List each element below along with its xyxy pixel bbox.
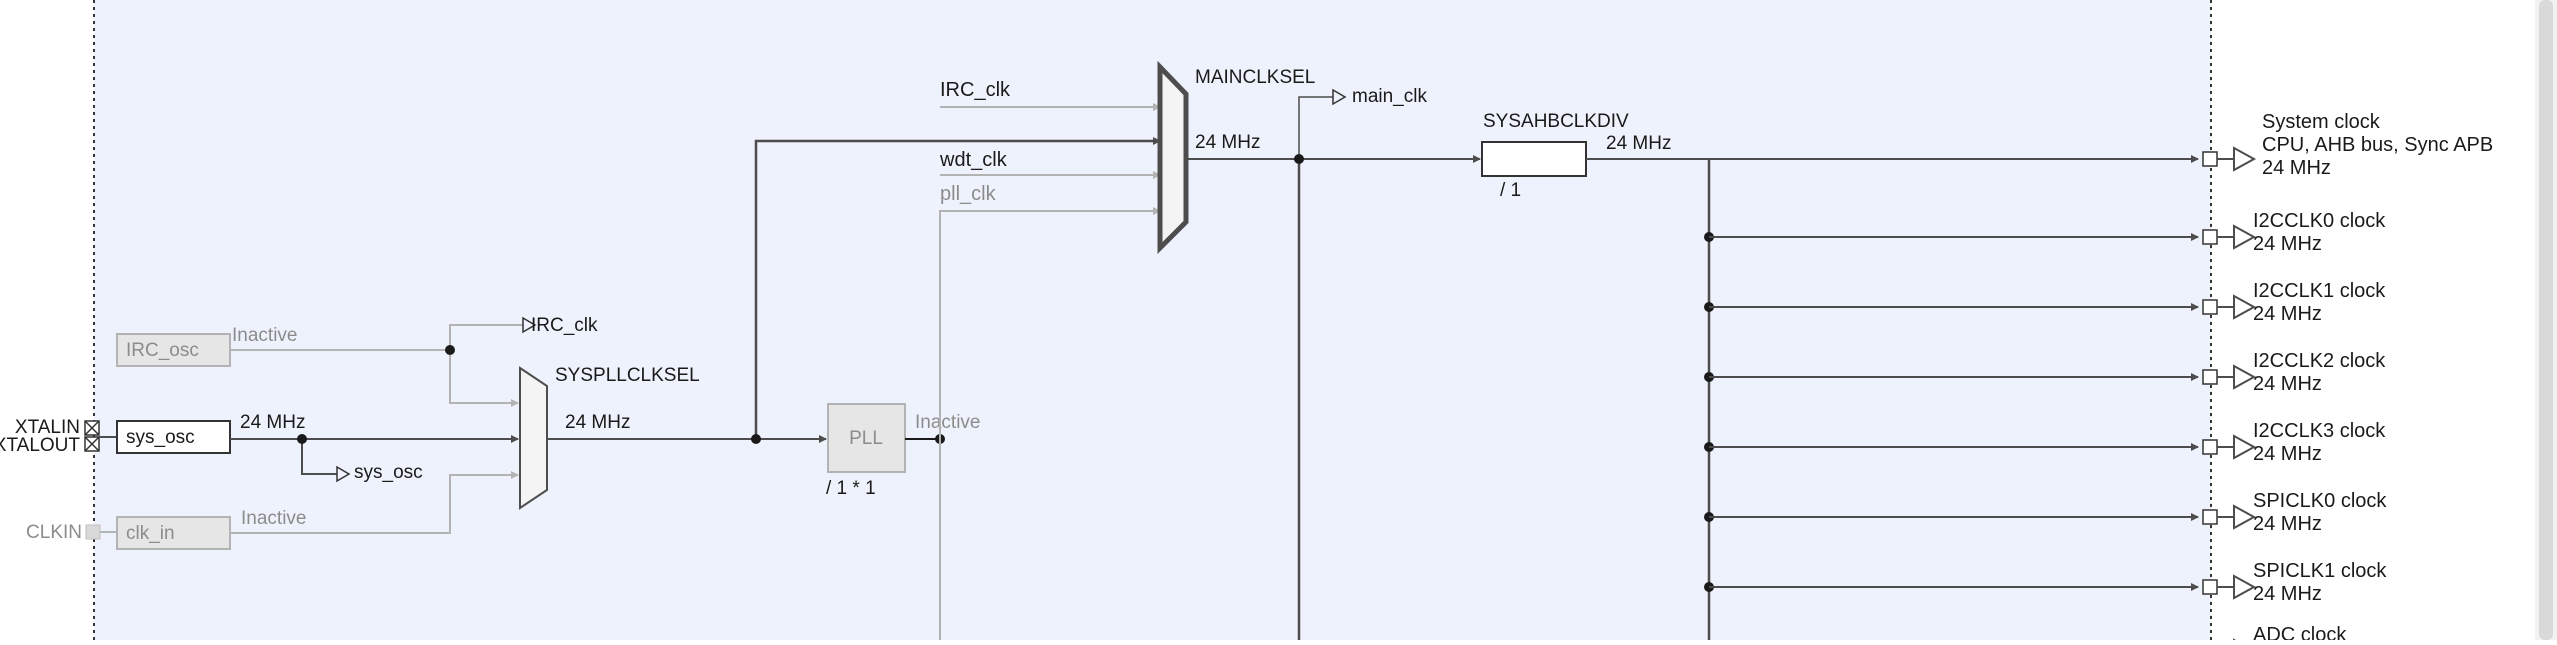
pin-xtalout-label: XTALOUT — [0, 435, 80, 456]
output-freq: 24 MHz — [2253, 303, 2322, 325]
output-freq: 24 MHz — [2253, 583, 2322, 605]
sys-osc-tap-arrow-icon — [336, 465, 351, 483]
output-arrow-icon — [2233, 364, 2257, 390]
mainclksel-input-pll-clk: pll_clk — [940, 183, 997, 205]
output-freq: 24 MHz — [2253, 233, 2322, 255]
pll-status: Inactive — [915, 412, 980, 433]
pll-box[interactable] — [827, 403, 906, 473]
sysahbclkdiv-title: SYSAHBCLKDIV — [1483, 111, 1629, 132]
sysahbclkdiv-box[interactable] — [1481, 141, 1587, 177]
mainclksel-freq: 24 MHz — [1195, 132, 1260, 153]
output-name: I2CCLK1 clock — [2253, 280, 2386, 302]
wire-irc-osc — [230, 324, 523, 407]
output-freq: 24 MHz — [2253, 373, 2322, 395]
output-arrow-icon — [2233, 574, 2257, 600]
pll-ratio: / 1 * 1 — [826, 478, 876, 499]
wire-syspll-out — [547, 137, 1161, 444]
sysahbclkdiv-freq: 24 MHz — [1606, 133, 1671, 154]
sys-osc-tap-label: sys_osc — [354, 462, 423, 483]
output-name: I2CCLK2 clock — [2253, 350, 2386, 372]
sys-osc-label: sys_osc — [126, 427, 195, 448]
irc-clk-tap-label: IRC_clk — [531, 315, 598, 336]
output-port-icon[interactable] — [2202, 509, 2218, 525]
output-port-icon[interactable] — [2202, 579, 2218, 595]
sysahbclkdiv-divider: / 1 — [1500, 180, 1521, 201]
clk-in-label: clk_in — [126, 523, 175, 544]
scrollbar-thumb[interactable] — [2539, 0, 2553, 640]
output-name: SPICLK1 clock — [2253, 560, 2387, 582]
output-name: SPICLK0 clock — [2253, 490, 2387, 512]
output-port-icon[interactable] — [2202, 151, 2218, 167]
wire-clk-in — [230, 471, 519, 534]
output-port-icon[interactable] — [2202, 439, 2218, 455]
wire-main-clk — [1186, 96, 1481, 640]
output-port-icon[interactable] — [2202, 299, 2218, 315]
pin-xtalout-icon[interactable] — [84, 436, 100, 452]
sys-osc-box[interactable] — [116, 420, 231, 454]
output-detail: CPU, AHB bus, Sync APB — [2262, 134, 2493, 156]
wire-sys-osc — [230, 434, 519, 475]
mainclksel-input-irc-clk: IRC_clk — [940, 79, 1011, 101]
mainclksel-input-wdt-clk: wdt_clk — [939, 149, 1008, 171]
main-clk-tap-arrow-icon — [1332, 88, 1347, 106]
output-freq: 24 MHz — [2253, 513, 2322, 535]
mainclksel-title: MAINCLKSEL — [1195, 67, 1315, 88]
output-arrow-icon — [2233, 434, 2257, 460]
clock-panel-background — [94, 0, 2211, 640]
output-name: I2CCLK0 clock — [2253, 210, 2386, 232]
irc-osc-status: Inactive — [232, 325, 297, 346]
mainclksel-mux[interactable] — [1157, 60, 1189, 255]
output-port-icon[interactable] — [2202, 369, 2218, 385]
pin-xtalin-icon[interactable] — [84, 420, 100, 436]
clk-in-status: Inactive — [241, 508, 306, 529]
output-name: I2CCLK3 clock — [2253, 420, 2386, 442]
pll-label: PLL — [849, 428, 883, 449]
wire-pll-clk — [905, 207, 1161, 640]
syspllclksel-freq: 24 MHz — [565, 412, 630, 433]
output-name: System clock — [2262, 111, 2381, 133]
main-clk-tap-label: main_clk — [1352, 86, 1427, 107]
syspllclksel-title: SYSPLLCLKSEL — [555, 365, 700, 386]
output-name: ADC clock — [2253, 624, 2347, 640]
output-arrow-icon — [2233, 224, 2257, 250]
pin-clkin-label: CLKIN — [26, 522, 82, 543]
pin-xtalin-label: XTALIN — [15, 417, 80, 438]
output-freq: 24 MHz — [2253, 443, 2322, 465]
output-freq: 24 MHz — [2262, 157, 2331, 179]
output-arrow-icon — [2233, 294, 2257, 320]
syspllclksel-mux[interactable] — [519, 366, 548, 510]
output-port-icon[interactable] — [2202, 229, 2218, 245]
irc-clk-tap-arrow-icon — [522, 316, 537, 334]
pin-clkin-icon[interactable] — [85, 524, 101, 540]
output-arrow-icon — [2233, 146, 2257, 172]
irc-osc-box[interactable] — [116, 333, 231, 367]
irc-osc-label: IRC_osc — [126, 340, 199, 361]
output-arrow-icon — [2233, 504, 2257, 530]
sys-osc-freq: 24 MHz — [240, 412, 305, 433]
